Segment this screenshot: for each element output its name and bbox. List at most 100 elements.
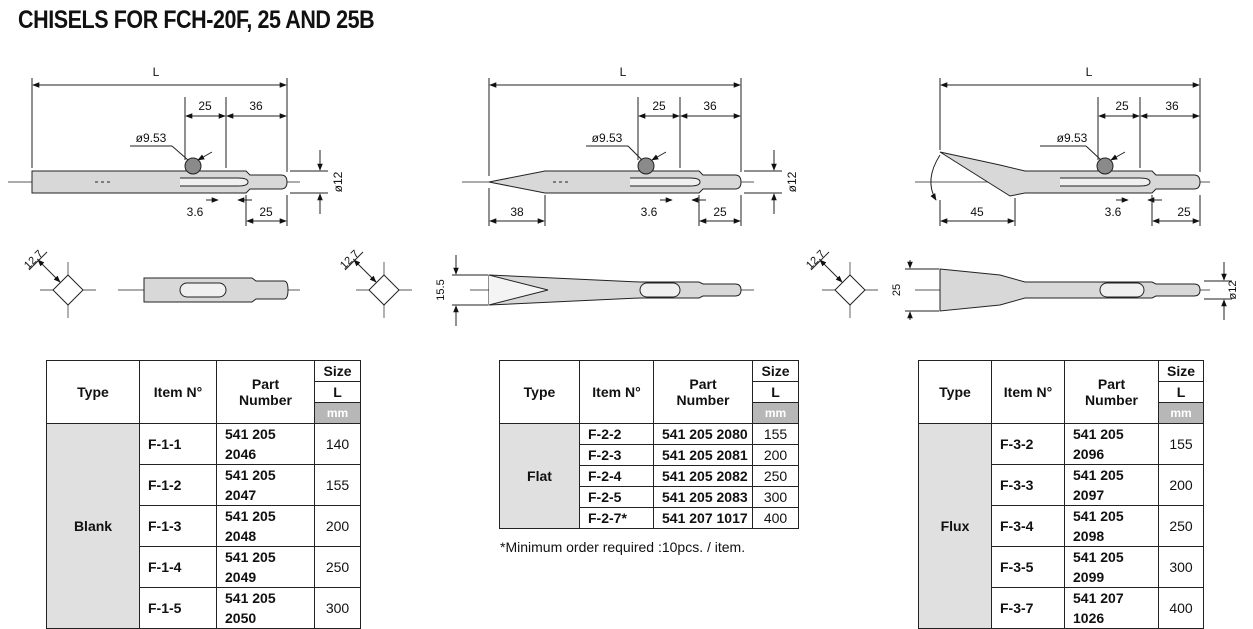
item-cell: F-3-2 <box>991 423 1065 465</box>
item-header: Item N° <box>579 360 654 424</box>
table-row: F-2-5 541 205 2083 300 <box>500 486 799 508</box>
item-cell: F-2-5 <box>579 486 654 508</box>
item-cell: F-2-2 <box>579 423 654 445</box>
size-header: Size <box>752 360 799 382</box>
item-cell: F-1-3 <box>139 505 217 547</box>
type-header: Type <box>918 360 992 424</box>
table-row: Flat F-2-2 541 205 2080 155 <box>499 423 799 529</box>
size-header: Size <box>314 360 361 382</box>
size-cell: 155 <box>1158 423 1204 465</box>
table-row: F-2-3 541 205 2081 200 <box>500 444 799 466</box>
dim-25-lower-flux: 25 <box>1177 205 1191 219</box>
table-row: Flux F-3-2 541 205 2096 155 <box>918 423 1204 629</box>
dim-25-lower-flat: 25 <box>713 205 727 219</box>
table-row: F-2-4 541 205 2082 250 <box>500 465 799 487</box>
size-cell: 400 <box>752 507 799 529</box>
type-header: Type <box>499 360 580 424</box>
dimension-labels: L 25 36 ø9.53 3.6 25 ø12 12.7 L 25 36 ø9… <box>22 65 1239 301</box>
part-cell: 541 205 2080 <box>653 423 753 445</box>
item-header: Item N° <box>991 360 1065 424</box>
dim-25-lower-blank: 25 <box>259 205 273 219</box>
dim-25-flux: 25 <box>1115 99 1129 113</box>
size-header: Size <box>1158 360 1204 382</box>
blank-chisel-side-view <box>8 78 328 226</box>
part-cell: 541 205 2050 <box>216 587 315 629</box>
table-row: F-2-7* 541 207 1017 400 <box>500 507 799 529</box>
dim-sq-flat: 12.7 <box>338 248 362 272</box>
item-cell: F-1-4 <box>139 546 217 588</box>
table-row: F-1-3 541 205 2048 200 <box>47 505 361 547</box>
size-cell: 300 <box>752 486 799 508</box>
item-cell: F-1-1 <box>139 423 217 465</box>
size-cell: 200 <box>314 505 361 547</box>
size-cell: 200 <box>1158 464 1204 506</box>
item-cell: F-3-5 <box>991 546 1065 588</box>
dim-36-blank: 36 <box>249 99 263 113</box>
type-cell: Flux <box>918 423 992 629</box>
part-cell: 541 207 1026 <box>1064 587 1159 629</box>
blank-chisel-top-view <box>118 277 300 303</box>
item-cell: F-3-3 <box>991 464 1065 506</box>
length-header: L <box>1158 381 1204 403</box>
flux-square-section <box>810 251 878 318</box>
size-cell: 250 <box>314 546 361 588</box>
dim-dia12-flat: ø12 <box>785 171 799 192</box>
item-cell: F-1-2 <box>139 464 217 506</box>
dim-36-flat: 36 <box>703 99 717 113</box>
dim-length-flux: L <box>1086 65 1093 79</box>
table-row: F-3-3 541 205 2097 200 <box>919 464 1204 506</box>
part-cell: 541 205 2081 <box>653 444 753 466</box>
technical-drawings: L 25 36 ø9.53 3.6 25 ø12 12.7 L 25 36 ø9… <box>8 65 1239 326</box>
dim-3-6-flux: 3.6 <box>1105 205 1122 219</box>
part-cell: 541 205 2099 <box>1064 546 1159 588</box>
type-cell: Blank <box>46 423 140 629</box>
dim-25-width-flux: 25 <box>891 284 903 296</box>
item-header: Item N° <box>139 360 217 424</box>
length-header: L <box>752 381 799 403</box>
part-cell: 541 207 1017 <box>653 507 753 529</box>
dim-dia12-flux: ø12 <box>1227 281 1239 300</box>
size-cell: 140 <box>314 423 361 465</box>
dim-25-blank: 25 <box>198 99 212 113</box>
dim-3-6-blank: 3.6 <box>187 205 204 219</box>
size-cell: 300 <box>314 587 361 629</box>
dim-45-flux: 45 <box>970 205 984 219</box>
item-cell: F-3-7 <box>991 587 1065 629</box>
flat-chisel-top-view <box>452 255 754 326</box>
size-cell: 250 <box>1158 505 1204 547</box>
unit-header: mm <box>1158 402 1204 424</box>
item-cell: F-3-4 <box>991 505 1065 547</box>
flux-chisel-side-view <box>915 78 1210 226</box>
table-row: Blank F-1-1 541 205 2046 140 <box>46 423 361 629</box>
item-cell: F-1-5 <box>139 587 217 629</box>
dim-25-flat: 25 <box>652 99 666 113</box>
size-cell: 155 <box>752 423 799 445</box>
table-row: F-1-2 541 205 2047 155 <box>47 464 361 506</box>
item-cell: F-2-4 <box>579 465 654 487</box>
dim-sq-flux: 12.7 <box>804 248 828 272</box>
part-cell: 541 205 2083 <box>653 486 753 508</box>
part-cell: 541 205 2097 <box>1064 464 1159 506</box>
dim-length-blank: L <box>153 65 160 79</box>
flux-chisel-top-view <box>905 260 1232 320</box>
dim-length-flat: L <box>620 65 627 79</box>
part-cell: 541 205 2082 <box>653 465 753 487</box>
page-title: CHISELS FOR FCH-20F, 25 AND 25B <box>18 6 375 34</box>
dim-pin-flux: ø9.53 <box>1057 131 1088 145</box>
dim-dia12-blank: ø12 <box>331 171 345 192</box>
part-cell: 541 205 2096 <box>1064 423 1159 465</box>
part-cell: 541 205 2047 <box>216 464 315 506</box>
unit-header: mm <box>752 402 799 424</box>
part-cell: 541 205 2046 <box>216 423 315 465</box>
dim-36-flux: 36 <box>1165 99 1179 113</box>
flat-chisel-side-view <box>462 78 782 226</box>
dim-pin-flat: ø9.53 <box>592 131 623 145</box>
type-header: Type <box>46 360 140 424</box>
type-cell: Flat <box>499 423 580 529</box>
dim-3-6-flat: 3.6 <box>641 205 658 219</box>
dim-sq-blank: 12.7 <box>22 248 46 272</box>
